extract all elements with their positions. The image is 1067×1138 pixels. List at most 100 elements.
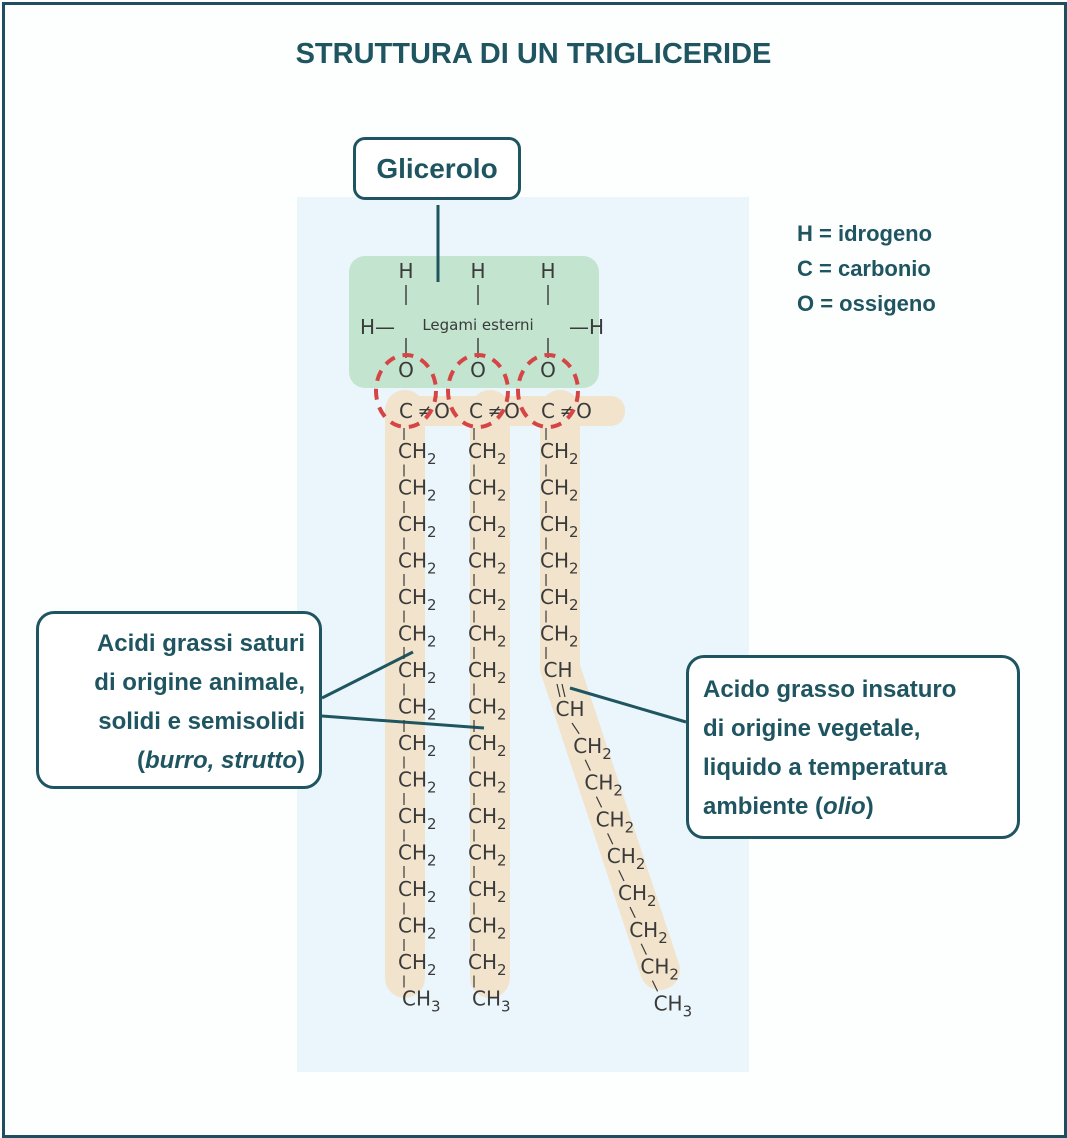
- unsaturated-line-3: liquido a temperatura: [703, 754, 948, 781]
- ch2-group: CH2: [398, 658, 437, 687]
- ch3-group: CH3: [472, 987, 511, 1016]
- ch-group-2: CH: [555, 697, 584, 721]
- saturated-line-1: Acidi grassi saturi: [96, 630, 305, 657]
- legend-hydrogen: H = idrogeno: [797, 221, 933, 246]
- ch2-group: CH2: [398, 950, 437, 979]
- unsaturated-connector: [569, 686, 687, 724]
- ch2-group: CH2: [540, 585, 579, 614]
- carbonyl-carbon-3: C: [541, 399, 555, 423]
- unsaturated-example: olio: [823, 793, 866, 820]
- ch2-group: CH2: [468, 695, 507, 724]
- oxygen-atom-2: O: [470, 358, 486, 382]
- ester-bonds: [374, 353, 580, 429]
- chain-bond: [584, 759, 591, 771]
- chain-bond: [629, 906, 636, 919]
- chain-bond: [595, 796, 603, 808]
- ch2-group: CH2: [540, 439, 579, 468]
- ch2-group: CH2: [398, 622, 437, 651]
- ch2-group: CH2: [468, 877, 507, 906]
- chain-bond: [640, 943, 647, 955]
- ch2-group: CH2: [398, 549, 437, 578]
- saturated-fatty-acids-callout: Acidi grassi saturi di origine animale, …: [36, 611, 322, 789]
- legend-carbon: C = carbonio: [797, 256, 931, 281]
- ch3-group: CH3: [402, 987, 441, 1016]
- ch-group-1: CH: [543, 658, 572, 682]
- ch2-group: CH2: [398, 439, 437, 468]
- ch2-group: CH2: [607, 844, 646, 873]
- ch2-group: CH2: [398, 512, 437, 541]
- ch2-group: CH2: [468, 512, 507, 541]
- page-title: STRUTTURA DI UN TRIGLICERIDE: [295, 38, 772, 70]
- saturated-connector-2: [321, 714, 485, 730]
- hydrogen-atom-top-2: H: [470, 259, 485, 283]
- ch2-group: CH2: [540, 512, 579, 541]
- chain-bond: [618, 869, 625, 882]
- saturated-connector-1: [321, 650, 414, 700]
- ch2-group: CH2: [640, 955, 679, 984]
- carbonyl-oxygen-1: O: [434, 399, 450, 423]
- saturated-line-4: (burro, strutto): [137, 747, 305, 774]
- ch2-group: CH2: [618, 881, 657, 910]
- carbonyl-oxygen-2: O: [504, 399, 520, 423]
- ester-bond-circle-2: [446, 353, 510, 429]
- hydrogen-atom-right: —H: [569, 315, 604, 339]
- unsaturated-fatty-acid-callout: Acido grasso insaturo di origine vegetal…: [686, 655, 1020, 839]
- ch2-group: CH2: [398, 695, 437, 724]
- ch2-group: CH2: [398, 731, 437, 760]
- chain-bond: [607, 833, 614, 845]
- oxygen-atom-3: O: [540, 358, 556, 382]
- unsaturated-line-4: ambiente (olio): [703, 793, 874, 820]
- ch2-group: CH2: [573, 734, 612, 763]
- ch2-group: CH2: [540, 476, 579, 505]
- ch2-group: CH2: [468, 585, 507, 614]
- saturated-examples: burro, strutto: [145, 747, 297, 774]
- double-bond-a: [556, 683, 561, 698]
- legami-esterni-label: Legami esterni: [422, 316, 533, 334]
- legend-oxygen: O = ossigeno: [797, 291, 936, 316]
- ch2-group: CH2: [468, 476, 507, 505]
- ch2-group: CH2: [596, 807, 635, 836]
- ch3-group: CH3: [654, 991, 693, 1020]
- ch2-group: CH2: [468, 549, 507, 578]
- unsaturated-line-1: Acido grasso insaturo: [703, 676, 957, 703]
- saturated-line-3: solidi e semisolidi: [98, 708, 305, 735]
- hydrogen-atom-left: H—: [360, 315, 395, 339]
- chain-bond: [651, 980, 659, 992]
- ch2-group: CH2: [540, 622, 579, 651]
- ch2-group: CH2: [468, 439, 507, 468]
- ch2-group: CH2: [468, 804, 507, 833]
- glicerolo-label: Glicerolo: [353, 137, 521, 200]
- ch2-group: CH2: [468, 841, 507, 870]
- ch2-group: CH2: [398, 585, 437, 614]
- ch2-group: CH2: [398, 841, 437, 870]
- ch2-group: CH2: [468, 950, 507, 979]
- hydrogen-atom-top-3: H: [540, 259, 555, 283]
- fatty-acid-chains: C≠OCH2CH2CH2CH2CH2CH2CH2CH2CH2CH2CH2CH2C…: [398, 399, 692, 1020]
- hydrogen-atom-top-1: H: [398, 259, 413, 283]
- ch2-group: CH2: [584, 771, 623, 800]
- ch2-group: CH2: [540, 549, 579, 578]
- ch2-group: CH2: [398, 768, 437, 797]
- ch2-group: CH2: [398, 476, 437, 505]
- ch2-group: CH2: [629, 918, 668, 947]
- carbonyl-carbon-2: C: [469, 399, 483, 423]
- saturated-line-2: di origine animale,: [94, 669, 305, 696]
- carbonyl-carbon-1: C: [399, 399, 413, 423]
- ch2-group: CH2: [468, 731, 507, 760]
- ch2-group: CH2: [468, 622, 507, 651]
- double-bond-b: [561, 683, 566, 698]
- carbonyl-oxygen-3: O: [576, 399, 592, 423]
- legend: H = idrogeno C = carbonio O = ossigeno: [797, 216, 936, 321]
- ch2-group: CH2: [398, 877, 437, 906]
- ch2-group: CH2: [468, 658, 507, 687]
- oxygen-atom-1: O: [398, 358, 414, 382]
- ester-bond-circle-1: [374, 353, 438, 429]
- ch2-group: CH2: [398, 914, 437, 943]
- ch2-group: CH2: [398, 804, 437, 833]
- chain-band-3: [540, 390, 680, 990]
- chain-bond: [571, 722, 580, 735]
- ester-bond-circle-3: [516, 353, 580, 429]
- carbonyl-bond-2: ≠: [487, 401, 502, 422]
